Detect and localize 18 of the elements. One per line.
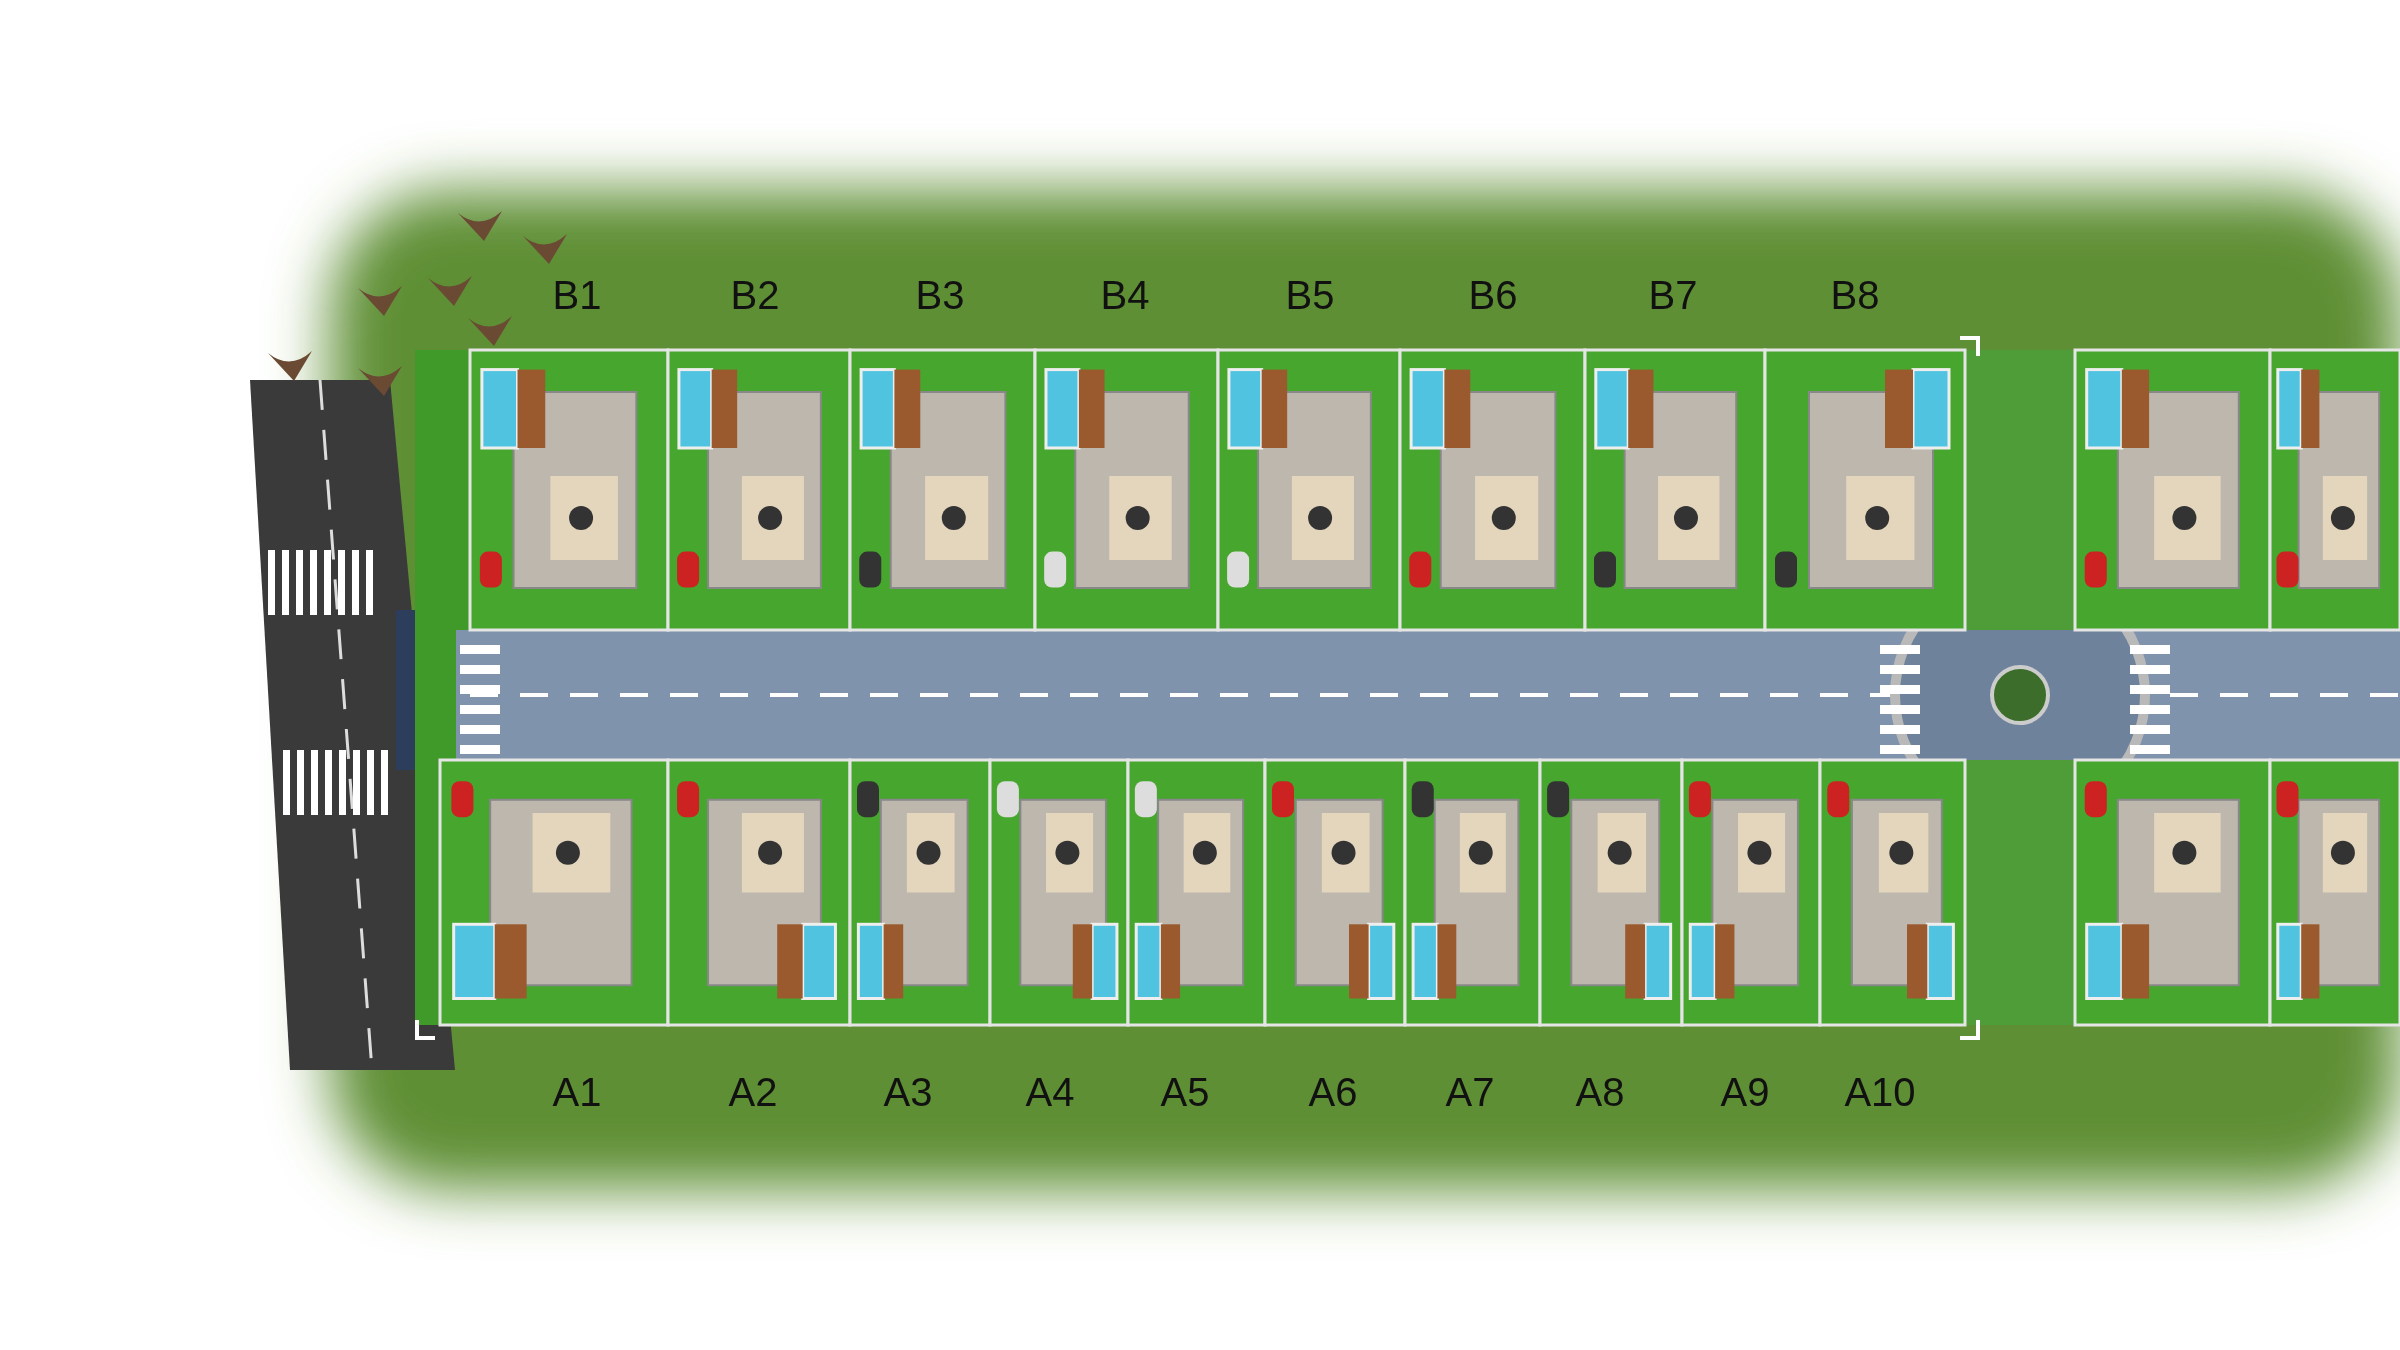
- plot-number: A3: [883, 1072, 933, 1112]
- plot-number: A9: [1720, 1072, 1770, 1112]
- plot-number: B8: [1830, 275, 1880, 315]
- plot-number: B4: [1100, 275, 1150, 315]
- plot-number: A1: [552, 1072, 602, 1112]
- plot-number: A8: [1575, 1072, 1625, 1112]
- plot-number: B5: [1285, 275, 1335, 315]
- plot-number: A10: [1844, 1072, 1916, 1112]
- plot-number: A4: [1025, 1072, 1075, 1112]
- plot-number: B6: [1468, 275, 1518, 315]
- plot-number: A5: [1160, 1072, 1210, 1112]
- plot-number: B7: [1648, 275, 1698, 315]
- plot-number: A6: [1308, 1072, 1358, 1112]
- plot-number: A2: [728, 1072, 778, 1112]
- plot-number: B2: [730, 275, 780, 315]
- plot-number: B3: [915, 275, 965, 315]
- plot-number: A7: [1445, 1072, 1495, 1112]
- plot-number: B1: [552, 275, 602, 315]
